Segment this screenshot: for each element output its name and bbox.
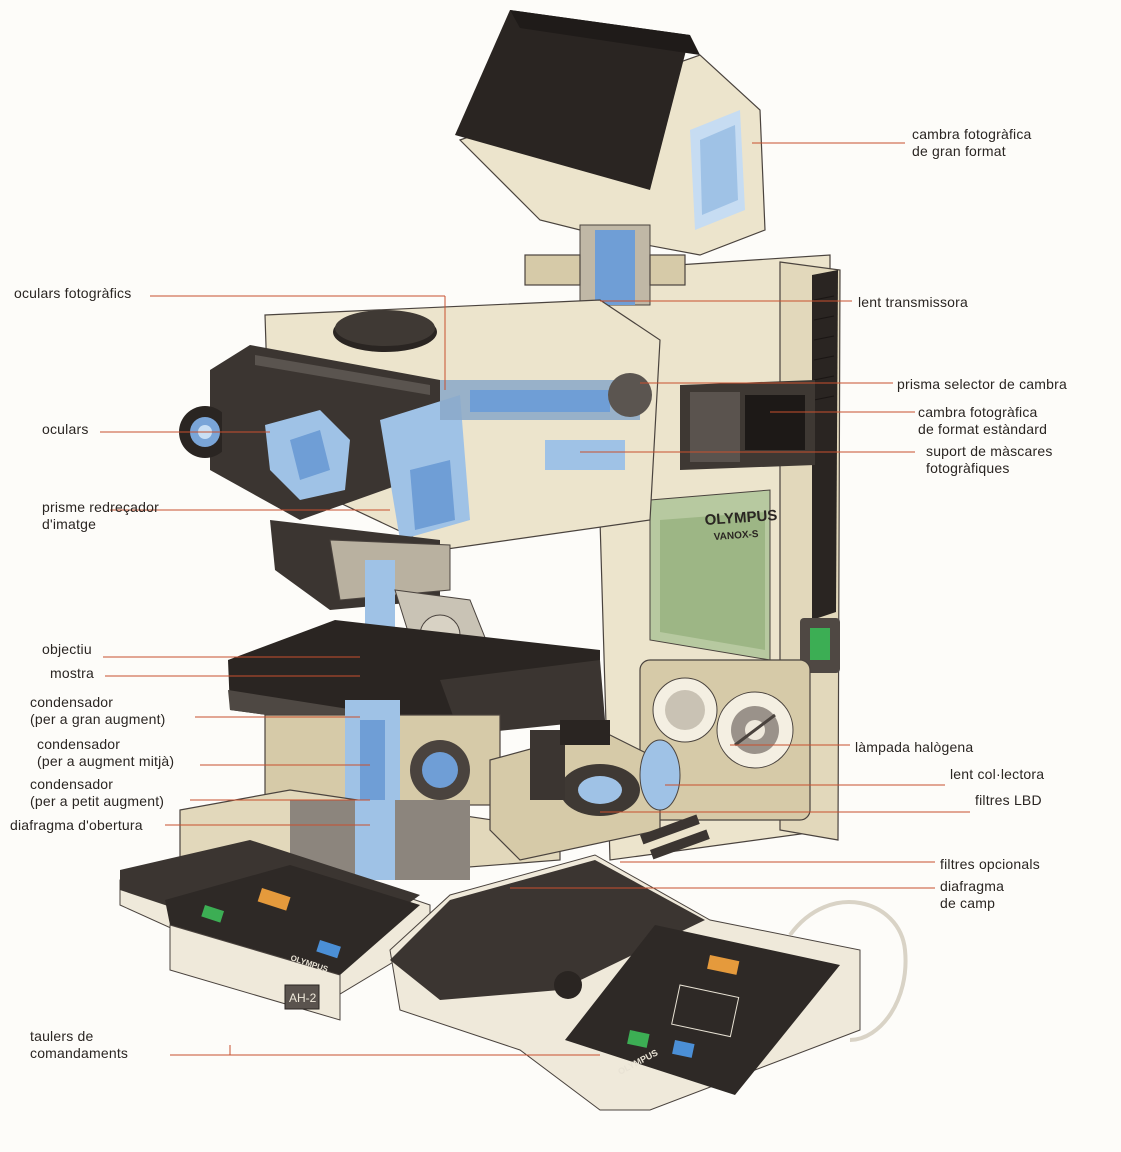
label-photo-eyepieces: oculars fotogràfics bbox=[14, 285, 132, 301]
label-specimen: mostra bbox=[50, 665, 94, 681]
observation-head bbox=[179, 299, 815, 551]
label-collector-lens: lent col·lectora bbox=[950, 766, 1045, 782]
label-condenser-high: condensador(per a gran augment) bbox=[30, 694, 166, 727]
label-camera-selector-prism: prisma selector de cambra bbox=[897, 376, 1067, 392]
label-lbd-filters: filtres LBD bbox=[975, 792, 1042, 808]
control-panel-right: OLYMPUS bbox=[389, 854, 908, 1111]
brand-model: VANOX-S bbox=[713, 529, 759, 543]
label-eyepieces: oculars bbox=[42, 421, 89, 437]
large-format-camera bbox=[455, 10, 766, 306]
label-optional-filters: filtres opcionals bbox=[940, 856, 1040, 872]
label-condenser-mid: condensador(per a augment mitjà) bbox=[37, 736, 175, 769]
label-transmitting-lens: lent transmissora bbox=[858, 294, 968, 310]
label-aperture-diaphragm: diafragma d'obertura bbox=[10, 817, 143, 833]
model-tag: AH-2 bbox=[289, 991, 317, 1005]
label-condenser-low: condensador(per a petit augment) bbox=[30, 776, 165, 809]
brand-logo: OLYMPUS bbox=[704, 507, 778, 529]
label-halogen-lamp: làmpada halògena bbox=[855, 739, 974, 755]
stage-assembly bbox=[179, 520, 710, 881]
leader-lines bbox=[100, 142, 970, 1056]
label-objective: objectiu bbox=[42, 641, 92, 657]
